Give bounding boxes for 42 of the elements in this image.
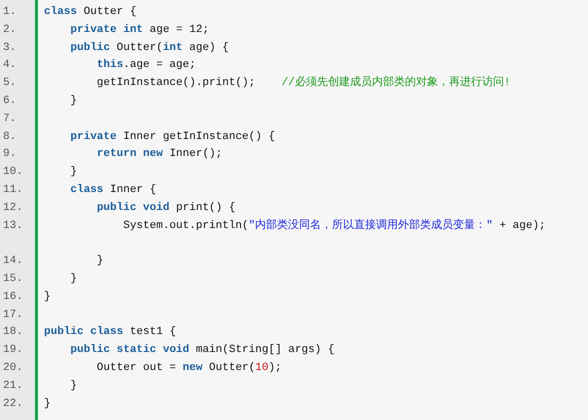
line-number: 14. [3, 254, 23, 268]
line-number: 15. [3, 272, 23, 286]
code-line: } [69, 165, 78, 180]
line-number: 22. [3, 396, 23, 411]
code-line: private int age = 12; [69, 22, 210, 37]
code-line: Outter out = new Outter(10); [96, 361, 282, 375]
code-line: public class test1 { [44, 325, 176, 340]
code-line: } [44, 396, 51, 411]
line-number: 6. [3, 94, 16, 108]
line-number: 19. [3, 343, 23, 358]
line-number: 12. [3, 200, 23, 215]
line-number: 18. [3, 325, 23, 340]
line-number: 5. [3, 76, 16, 90]
code-line: public void print() { [96, 200, 236, 215]
code-line: class Inner { [69, 183, 156, 197]
line-number: 4. [3, 58, 16, 72]
code-line: System.out.println("内部类没同名，所以直接调用外部类成员变量：" + age); [122, 218, 546, 233]
line-number: 8. [3, 130, 16, 144]
line-number: 21. [3, 378, 23, 393]
code-line: } [69, 378, 78, 393]
line-number: 13. [3, 218, 23, 233]
code-line: } [69, 94, 78, 108]
code-line: } [69, 272, 78, 286]
code-line: getInInstance().print(); //必须先创建成员内部类的对象，再进行访问! [96, 76, 510, 90]
line-number: 1. [3, 5, 16, 19]
code-line: this.age = age; [96, 58, 196, 72]
line-number: 9. [3, 147, 16, 162]
line-number: 20. [3, 361, 23, 375]
line-number: 16. [3, 290, 23, 304]
code-line: public Outter(int age) { [69, 40, 229, 55]
line-number: 7. [3, 112, 16, 126]
line-number: 2. [3, 22, 16, 37]
code-line: class Outter { [44, 5, 136, 19]
line-number: 11. [3, 183, 23, 197]
line-number: 10. [3, 165, 23, 180]
code-line: public static void main(String[] args) { [69, 343, 334, 358]
code-line: } [44, 290, 51, 304]
code-line: return new Inner(); [96, 147, 222, 162]
line-number: 3. [3, 40, 16, 55]
line-number: 17. [3, 308, 23, 322]
code-line: private Inner getInInstance() { [69, 130, 276, 144]
code-line: } [96, 254, 104, 268]
